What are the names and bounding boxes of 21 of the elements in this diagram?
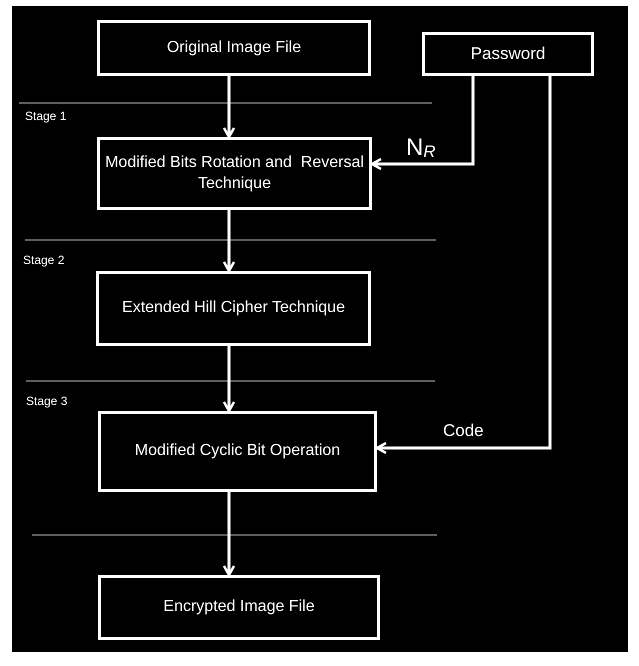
process-box: [97, 20, 371, 76]
node-text: Encrypted Image File: [163, 597, 315, 618]
process-box: [98, 411, 377, 492]
process-box: [98, 575, 380, 640]
arrow: [370, 76, 474, 170]
node-text: Password: [470, 42, 546, 65]
node-text: Extended Hill Cipher Technique: [122, 298, 345, 318]
arrow: [222, 210, 236, 272]
stage-label: Stage 2: [23, 253, 64, 267]
arrow: [222, 492, 236, 576]
node-text: Modified Bits Rotation and Reversal Technique: [104, 152, 365, 194]
stage-label: Stage 3: [26, 394, 68, 408]
process-box: [422, 32, 594, 76]
stage-label: Stage 1: [25, 109, 66, 123]
arrow: [376, 76, 552, 454]
node-text: Modified Cyclic Bit Operation: [134, 441, 340, 462]
node-text: Original Image File: [166, 38, 302, 58]
arrow: [222, 76, 236, 138]
arrow: [222, 346, 236, 412]
process-box: [96, 271, 371, 346]
process-box: [97, 137, 372, 210]
